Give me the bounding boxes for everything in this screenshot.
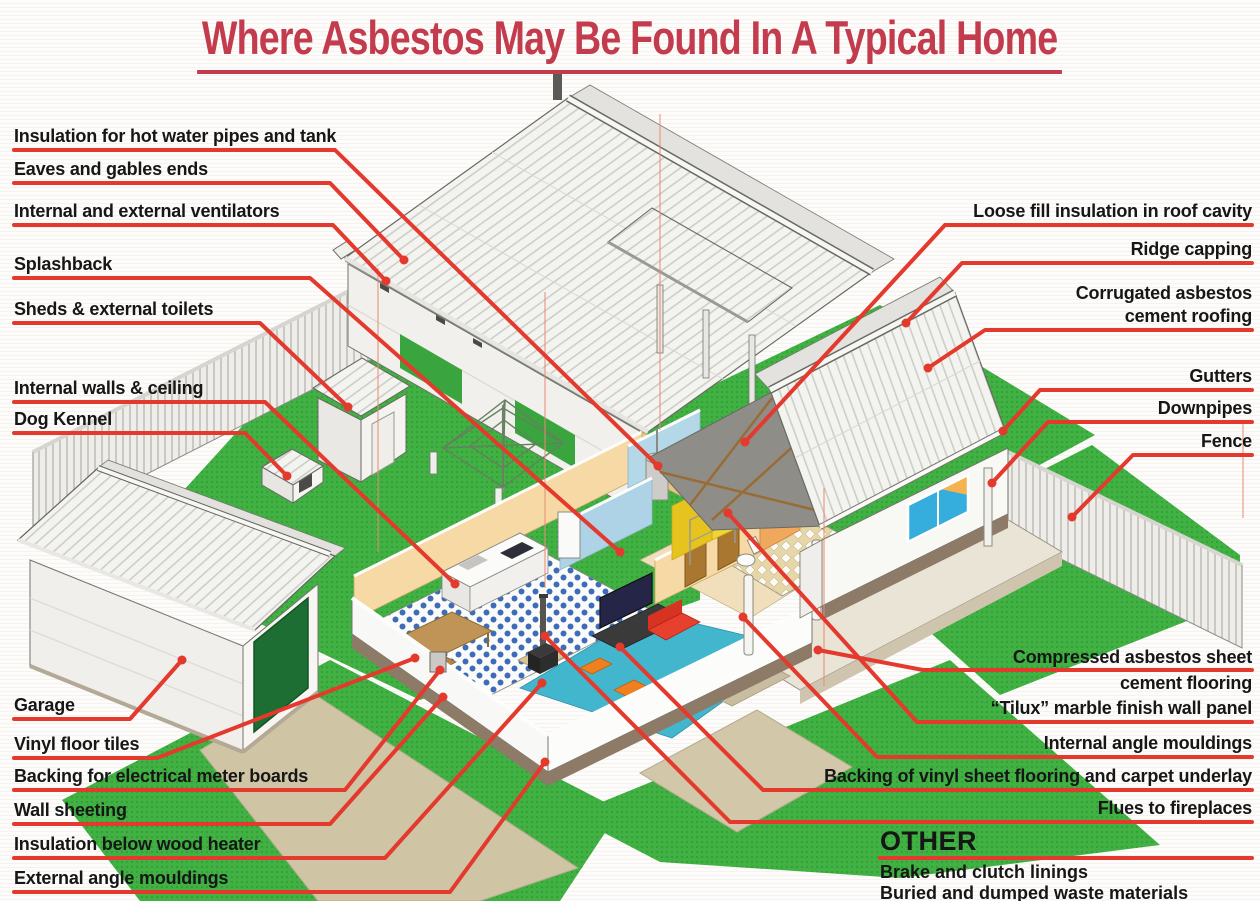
roof-truss <box>711 439 801 521</box>
callout-external-mouldings: External angle mouldings <box>14 868 229 888</box>
leader-lines <box>12 148 1254 894</box>
callout-flues: Flues to fireplaces <box>1097 798 1252 818</box>
leader-external-mouldings <box>12 760 547 894</box>
other-heading: OTHER <box>880 826 977 856</box>
leader-vinyl-floor <box>12 656 417 760</box>
leader-flues <box>543 634 1254 824</box>
other-item-brake-clutch: Brake and clutch linings <box>880 862 1089 882</box>
back-house <box>332 74 895 543</box>
leader-insulation-hot-water <box>12 148 660 468</box>
other-item-buried-waste: Buried and dumped waste materials <box>880 882 1189 901</box>
curtain <box>940 475 968 495</box>
callout-splashback: Splashback <box>14 254 113 274</box>
kennel-roof <box>260 448 325 486</box>
leader-garage <box>12 658 184 721</box>
callout-loose-fill: Loose fill insulation in roof cavity <box>973 201 1252 221</box>
garage-door <box>253 596 309 734</box>
title-wrap: Where Asbestos May Be Found In A Typical… <box>0 10 1260 74</box>
callout-vinyl-backing: Backing of vinyl sheet flooring and carp… <box>824 766 1252 786</box>
callout-internal-walls: Internal walls & ceiling <box>14 378 204 398</box>
window <box>906 472 970 545</box>
right-wing <box>647 276 1009 620</box>
callout-sheds: Sheds & external toilets <box>14 299 214 319</box>
wall-ventilator <box>473 338 482 348</box>
sink <box>458 555 488 570</box>
callout-gutters: Gutters <box>1189 366 1252 386</box>
rotary-clothesline <box>441 399 565 492</box>
eave-fascia <box>343 255 650 435</box>
post <box>702 309 710 379</box>
leader-meter-boards <box>12 668 442 792</box>
callout-vinyl-floor: Vinyl floor tiles <box>14 734 140 754</box>
leader-loose-fill <box>743 223 1254 444</box>
garden-shed <box>311 357 412 483</box>
leader-dog-kennel <box>12 431 289 478</box>
plinth <box>352 634 548 786</box>
callout-fence: Fence <box>1200 431 1252 451</box>
callout-wood-heater: Insulation below wood heater <box>14 834 261 854</box>
callout-garage: Garage <box>14 695 75 715</box>
other-section: OTHER Brake and clutch linings Buried an… <box>880 826 1188 901</box>
downpipe <box>983 467 993 547</box>
leader-sheds <box>12 321 350 409</box>
armchair <box>579 657 613 675</box>
leader-downpipes <box>990 420 1254 485</box>
leader-compressed-sheet <box>816 648 1254 672</box>
dog-kennel <box>260 448 325 504</box>
guide-lines <box>377 114 1244 686</box>
callout-corrugated-roofing: Corrugated asbestos cement roofing <box>1075 283 1252 326</box>
leader-dots <box>177 255 1077 767</box>
callout-eaves-gables: Eaves and gables ends <box>14 159 208 179</box>
leader-corrugated-roofing <box>926 328 1254 370</box>
leader-wood-heater <box>12 681 544 860</box>
leader-gutters <box>1001 388 1254 433</box>
post <box>748 334 756 406</box>
callout-downpipes: Downpipes <box>1157 398 1252 418</box>
leader-internal-mouldings <box>741 615 1254 759</box>
roof-truss <box>659 470 816 512</box>
leader-tilux <box>726 511 1254 724</box>
roof-truss <box>689 397 773 506</box>
leader-vinyl-backing <box>618 645 1254 792</box>
sofa <box>647 612 701 641</box>
fridge <box>557 511 581 559</box>
leader-fence <box>1070 453 1254 519</box>
callout-insulation-hot-water: Insulation for hot water pipes and tank <box>14 126 337 146</box>
leader-splashback <box>12 276 622 554</box>
leader-ventilators <box>12 223 388 283</box>
leader-eaves-gables <box>12 181 406 262</box>
callout-internal-mouldings: Internal angle mouldings <box>1043 733 1252 753</box>
plinth <box>822 514 1008 620</box>
callout-dog-kennel: Dog Kennel <box>14 409 113 429</box>
callout-compressed-sheet: Compressed asbestos sheet cement floorin… <box>1012 647 1252 693</box>
kitchen-counter <box>440 511 581 613</box>
callout-meter-boards: Backing for electrical meter boards <box>14 766 309 786</box>
wall-ventilator <box>436 315 445 325</box>
tv-screen <box>599 572 653 629</box>
leader-ridge-capping <box>904 261 1254 325</box>
roof-vent-pipe <box>553 74 562 100</box>
wall-ventilator <box>380 283 389 293</box>
callout-wall-sheeting: Wall sheeting <box>14 800 127 820</box>
callout-ventilators: Internal and external ventilators <box>14 201 280 221</box>
callout-ridge-capping: Ridge capping <box>1130 239 1253 259</box>
page-title: Where Asbestos May Be Found In A Typical… <box>197 10 1063 74</box>
callout-tilux-panel: “Tilux” marble finish wall panel <box>990 698 1253 718</box>
cooktop <box>500 542 534 559</box>
leader-internal-walls <box>12 400 457 586</box>
plinth <box>548 643 812 786</box>
leader-wall-sheeting <box>12 695 445 826</box>
sofa-back <box>648 599 682 630</box>
